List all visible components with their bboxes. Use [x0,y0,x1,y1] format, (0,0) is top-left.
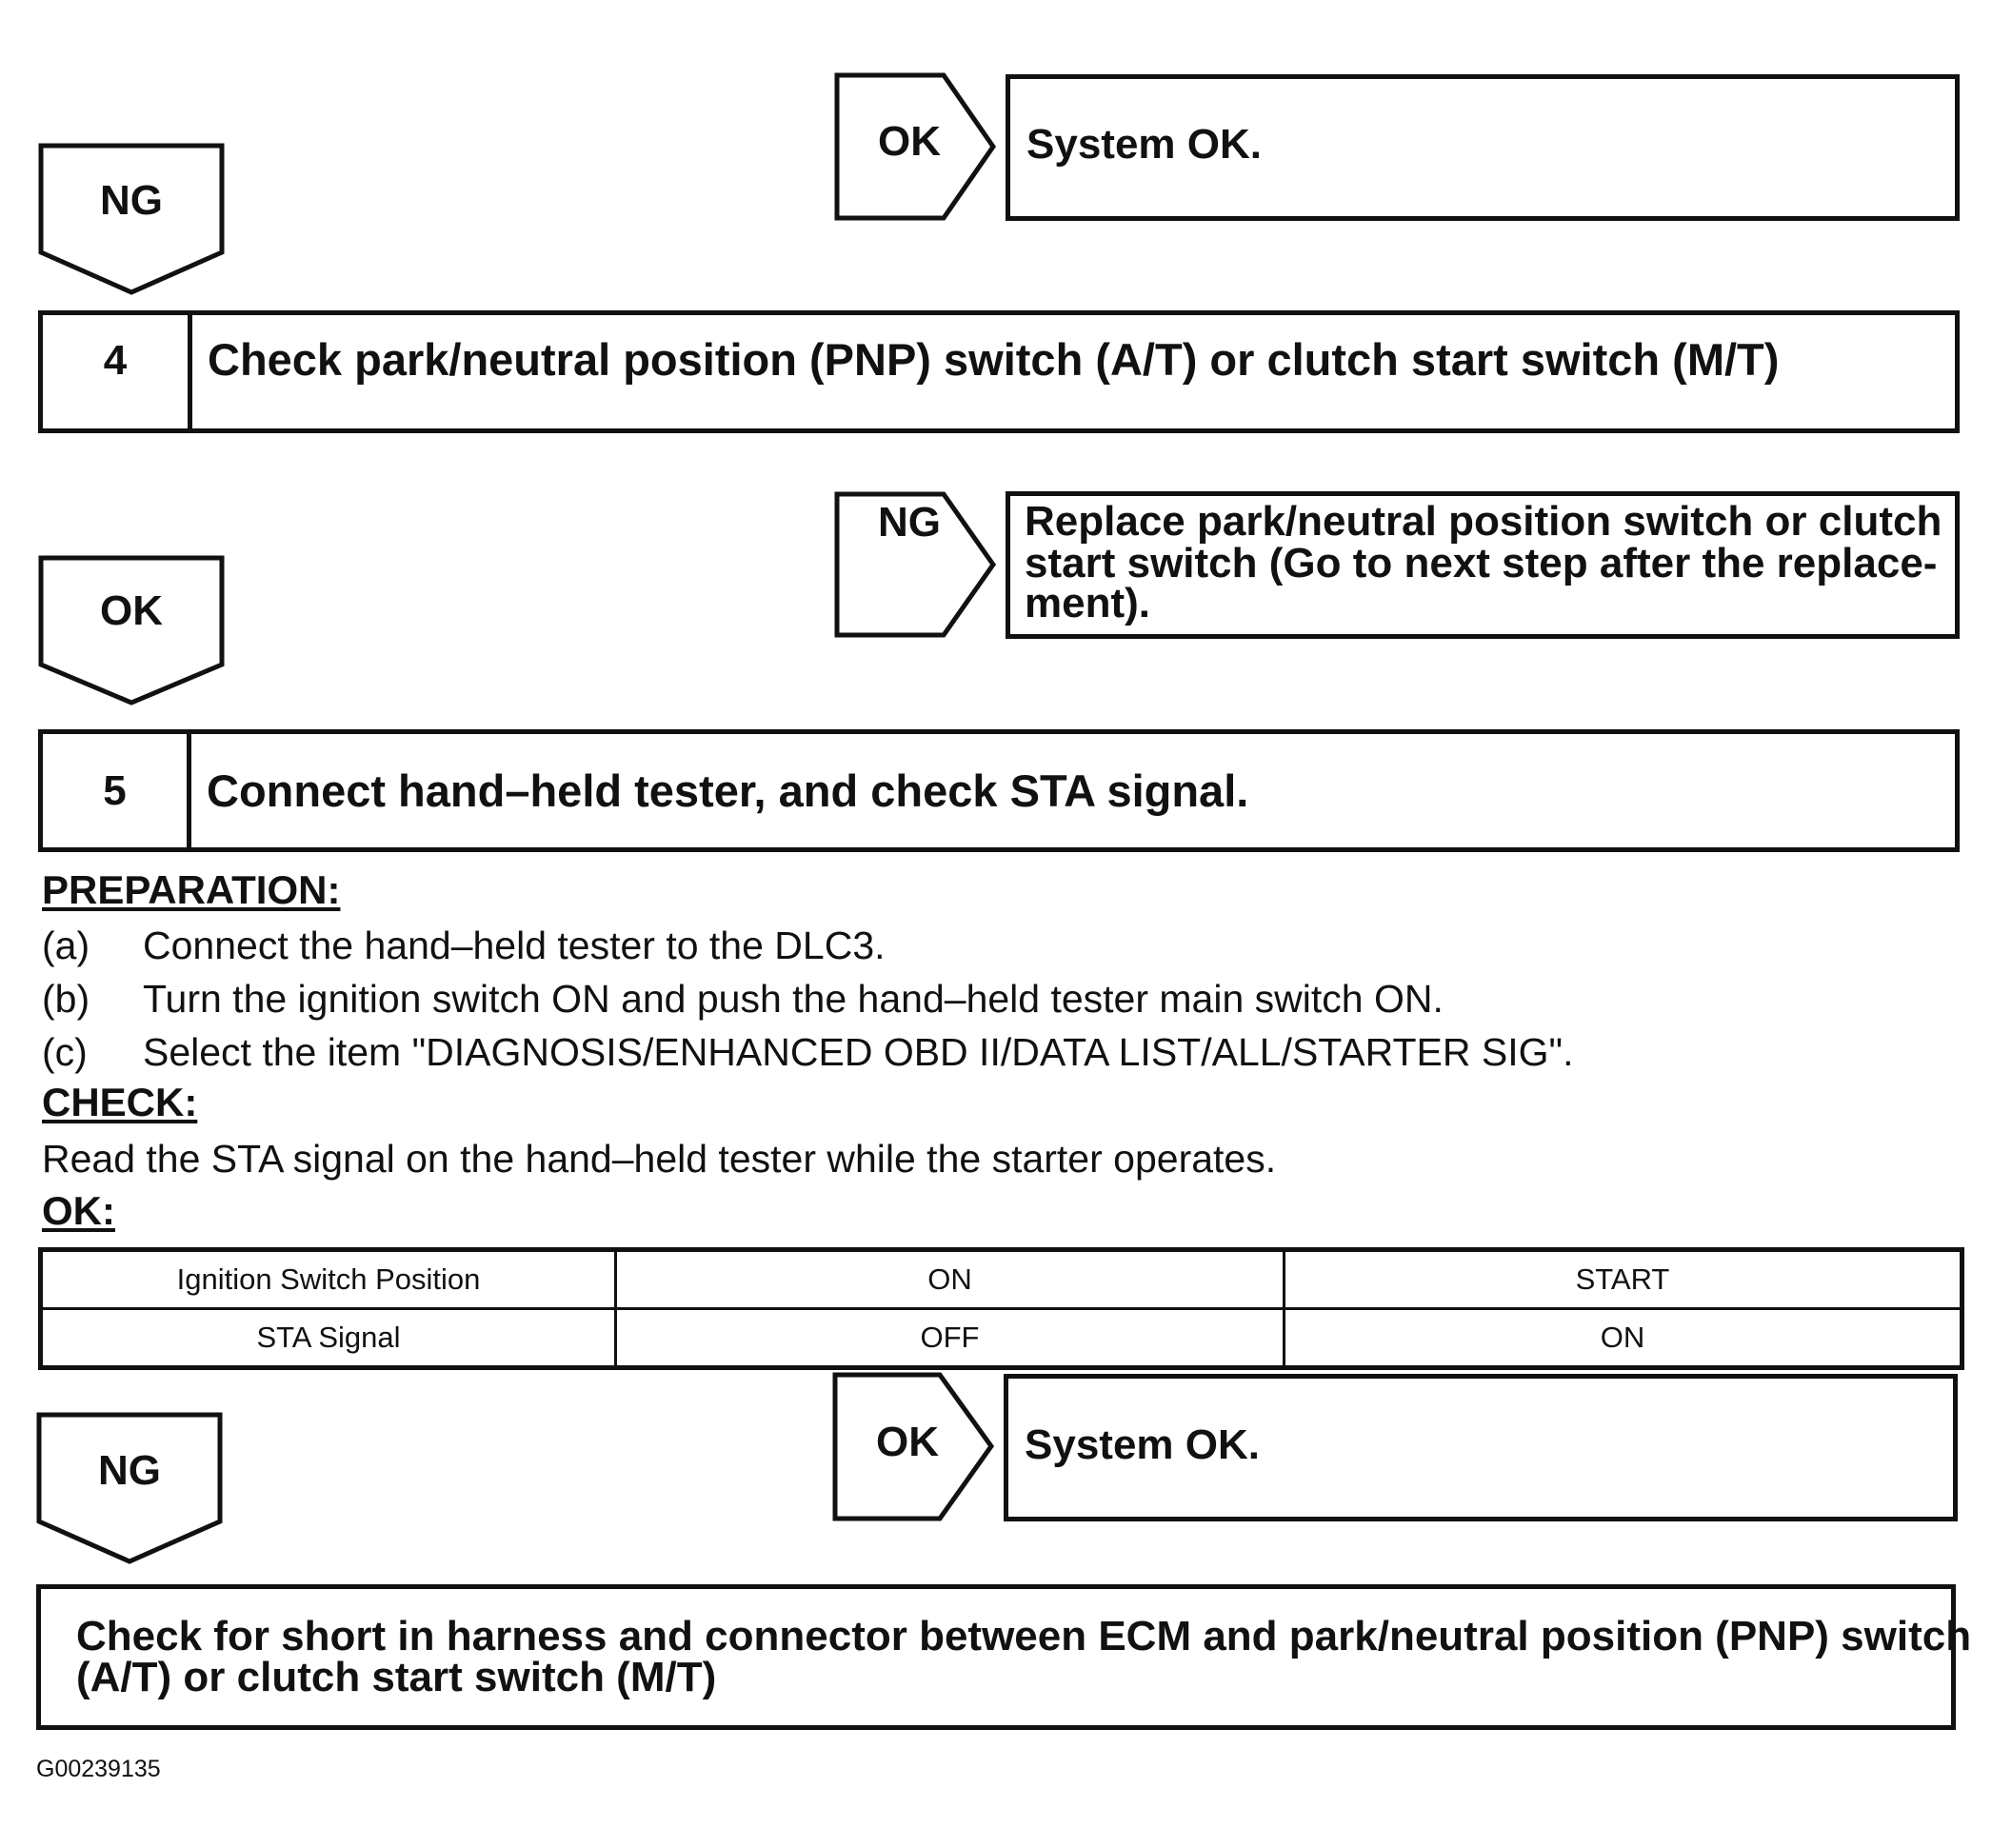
ng-tag-label: NG [98,1447,161,1494]
table-cell: OFF [614,1307,1285,1369]
prep-item-b-letter: (b) [42,977,90,1021]
step-4-number: 4 [103,337,128,384]
result-line-2: start switch (Go to next step after the … [1025,540,1938,586]
table-row: Ignition Switch Position ON START [39,1248,1963,1310]
step-5-number: 5 [103,767,127,814]
ok-tag-label: OK [878,118,941,165]
step-5-title: Connect hand–held tester, and check STA … [207,765,1249,816]
final-check-line-1: Check for short in harness and connector… [76,1613,1972,1659]
step-4-box [38,310,1960,433]
result-text-system-ok: System OK. [1026,121,1262,168]
result-box-system-ok [1004,1374,1958,1521]
table-cell: Ignition Switch Position [39,1248,617,1310]
prep-item-b-text: Turn the ignition switch ON and push the… [143,977,1444,1021]
ng-down-arrow-tag [38,143,225,295]
prep-item-c-letter: (c) [42,1030,88,1074]
table-cell: START [1283,1248,1963,1310]
table-cell: STA Signal [39,1307,617,1369]
table-row: STA Signal OFF ON [39,1307,1963,1369]
final-check-line-2: (A/T) or clutch start switch (M/T) [76,1654,717,1700]
result-line-1: Replace park/neutral position switch or … [1025,498,1942,545]
figure-id: G00239135 [36,1756,161,1782]
result-line-3: ment). [1025,580,1150,626]
step-4-divider [188,310,192,433]
final-check-box [36,1584,1956,1730]
result-text-system-ok: System OK. [1025,1421,1260,1468]
ng-tag-label: NG [878,499,941,546]
ng-arrow-tag [834,491,997,638]
ok-arrow-tag [832,1372,995,1521]
table-cell: ON [1283,1307,1963,1369]
prep-item-c-text: Select the item "DIAGNOSIS/ENHANCED OBD … [143,1030,1574,1074]
check-heading: CHECK: [42,1080,198,1124]
check-text: Read the STA signal on the hand–held tes… [42,1137,1277,1181]
ok-heading: OK: [42,1188,115,1233]
ng-tag-label: NG [100,177,163,224]
ok-tag-label: OK [876,1419,939,1465]
ok-down-arrow-tag [38,555,225,705]
ng-down-arrow-tag [36,1412,223,1564]
ok-arrow-tag [834,72,997,221]
prep-item-a-text: Connect the hand–held tester to the DLC3… [143,924,886,967]
step-5-divider [187,729,191,852]
result-box-replace-switch [1006,491,1960,639]
preparation-heading: PREPARATION: [42,867,341,912]
prep-item-a-letter: (a) [42,924,90,967]
table-cell: ON [614,1248,1285,1310]
result-box-system-ok [1006,74,1960,221]
ok-tag-label: OK [100,587,163,634]
sta-signal-table: Ignition Switch Position ON START STA Si… [38,1247,1964,1370]
step-5-box [38,729,1960,852]
step-4-title: Check park/neutral position (PNP) switch… [208,334,1780,385]
